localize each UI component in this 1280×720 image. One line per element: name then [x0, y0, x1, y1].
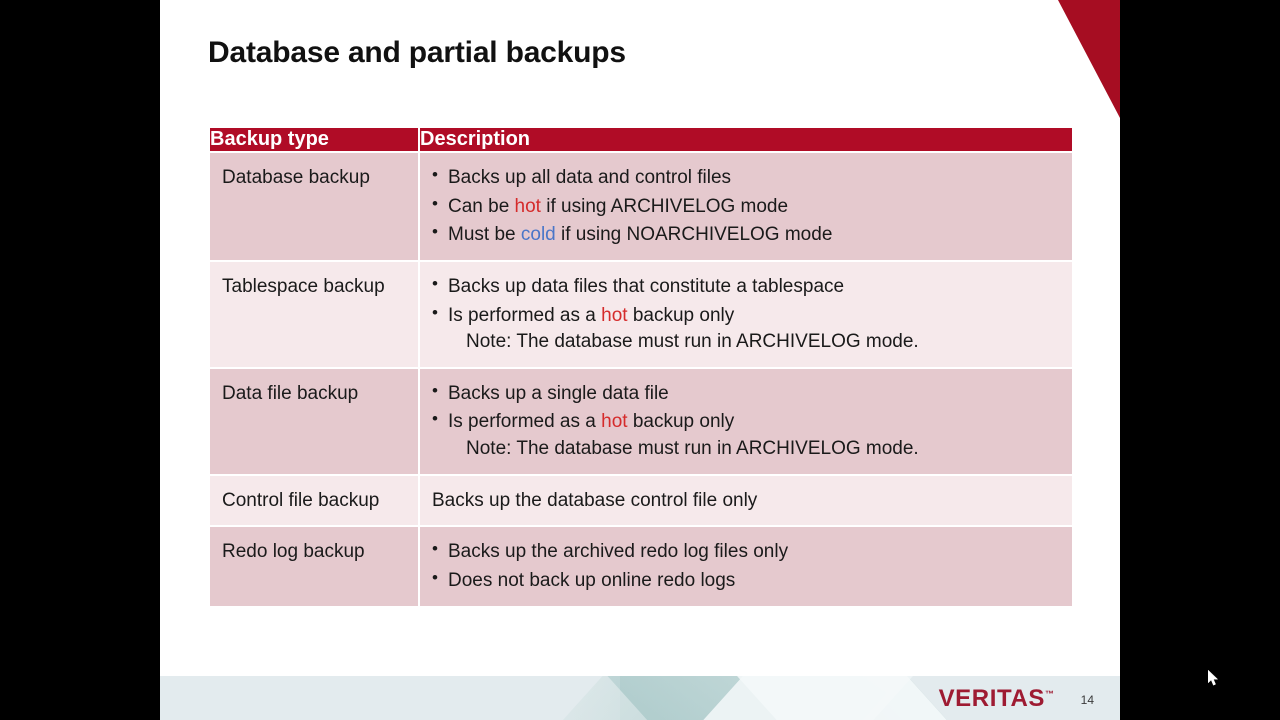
description-bullet: Backs up all data and control files: [430, 164, 1062, 191]
column-header-description: Description: [420, 128, 1072, 151]
backup-types-table: Backup type Description Database backupB…: [208, 126, 1074, 608]
bullet-text-pre: Backs up a single data file: [448, 382, 669, 404]
description-line: Backs up the database control file only: [432, 489, 758, 511]
table-row: Control file backup Backs up the database…: [210, 475, 1072, 526]
mouse-pointer-icon: [1207, 669, 1220, 688]
bullet-text-pre: Backs up the archived redo log files onl…: [448, 541, 789, 563]
bullet-keyword-cold: cold: [520, 224, 556, 246]
table-row: Tablespace backup Backs up data files tha…: [210, 261, 1072, 367]
description-bullet: Backs up the archived redo log files onl…: [430, 538, 1062, 565]
column-header-backup-type: Backup type: [210, 128, 418, 151]
footer-band: VERITAS™ 14: [160, 676, 1120, 720]
description-bullet: Must be cold if using NOARCHIVELOG mode: [430, 221, 1062, 248]
bullet-text-pre: Does not back up online redo logs: [448, 570, 736, 592]
table-header-row: Backup type Description: [210, 128, 1072, 151]
description-bullet-list: Backs up data files that constitute a ta…: [430, 273, 1062, 329]
bullet-text-pre: Backs up all data and control files: [448, 167, 732, 188]
bullet-keyword-hot: hot: [601, 411, 628, 433]
bullet-text-pre: Is performed as a: [448, 411, 602, 433]
bullet-text-pre: Backs up data files that constitute a ta…: [448, 275, 845, 297]
bullet-keyword-hot: hot: [601, 304, 628, 326]
cell-backup-type: Redo log backup: [210, 527, 418, 606]
corner-accent-triangle: [1058, 0, 1120, 118]
table-header: Backup type Description: [210, 128, 1072, 151]
cell-description: Backs up all data and control filesCan b…: [420, 153, 1072, 260]
bullet-text-post: backup only: [627, 411, 735, 433]
description-bullet-list: Backs up all data and control filesCan b…: [430, 164, 1062, 248]
bullet-text-post: if using ARCHIVELOG mode: [540, 195, 789, 217]
bullet-text-pre: Is performed as a: [448, 304, 602, 326]
description-bullet: Is performed as a hot backup only: [430, 408, 1062, 435]
bullet-text-post: backup only: [627, 304, 735, 326]
cell-description: Backs up the archived redo log files onl…: [420, 527, 1072, 606]
bullet-text-post: if using NOARCHIVELOG mode: [555, 224, 833, 246]
footer-left-fade: [160, 676, 620, 720]
bullet-text-pre: Must be: [448, 224, 521, 246]
bullet-keyword-hot: hot: [514, 195, 541, 217]
description-bullet: Backs up a single data file: [430, 380, 1062, 407]
description-bullet: Can be hot if using ARCHIVELOG mode: [430, 193, 1062, 220]
slide-number: 14: [1080, 693, 1094, 707]
veritas-wordmark: VERITAS: [938, 685, 1045, 712]
veritas-logo: VERITAS™: [939, 685, 1054, 713]
cell-backup-type: Data file backup: [210, 368, 418, 474]
description-bullet: Backs up data files that constitute a ta…: [430, 273, 1062, 300]
presentation-slide: Database and partial backups Backup type…: [160, 0, 1120, 720]
table-row: Redo log backup Backs up the archived red…: [210, 527, 1072, 606]
page-title: Database and partial backups: [208, 36, 626, 69]
cell-backup-type: Database backup: [210, 153, 418, 260]
cell-description: Backs up the database control file only: [420, 475, 1072, 526]
description-bullet: Does not back up online redo logs: [430, 567, 1062, 594]
description-note: Note: The database must run in ARCHIVELO…: [466, 331, 919, 353]
cell-backup-type: Tablespace backup: [210, 261, 418, 367]
trademark-icon: ™: [1045, 689, 1054, 699]
bullet-text-pre: Can be: [448, 195, 515, 217]
cell-backup-type: Control file backup: [210, 475, 418, 526]
description-bullet: Is performed as a hot backup only: [430, 302, 1062, 329]
cell-description: Backs up a single data file Is performed …: [420, 368, 1072, 474]
description-note: Note: The database must run in ARCHIVELO…: [466, 438, 919, 460]
description-bullet-list: Backs up a single data file Is performed …: [430, 380, 1062, 435]
cell-description: Backs up data files that constitute a ta…: [420, 261, 1072, 367]
description-bullet-list: Backs up the archived redo log files onl…: [430, 538, 1062, 594]
